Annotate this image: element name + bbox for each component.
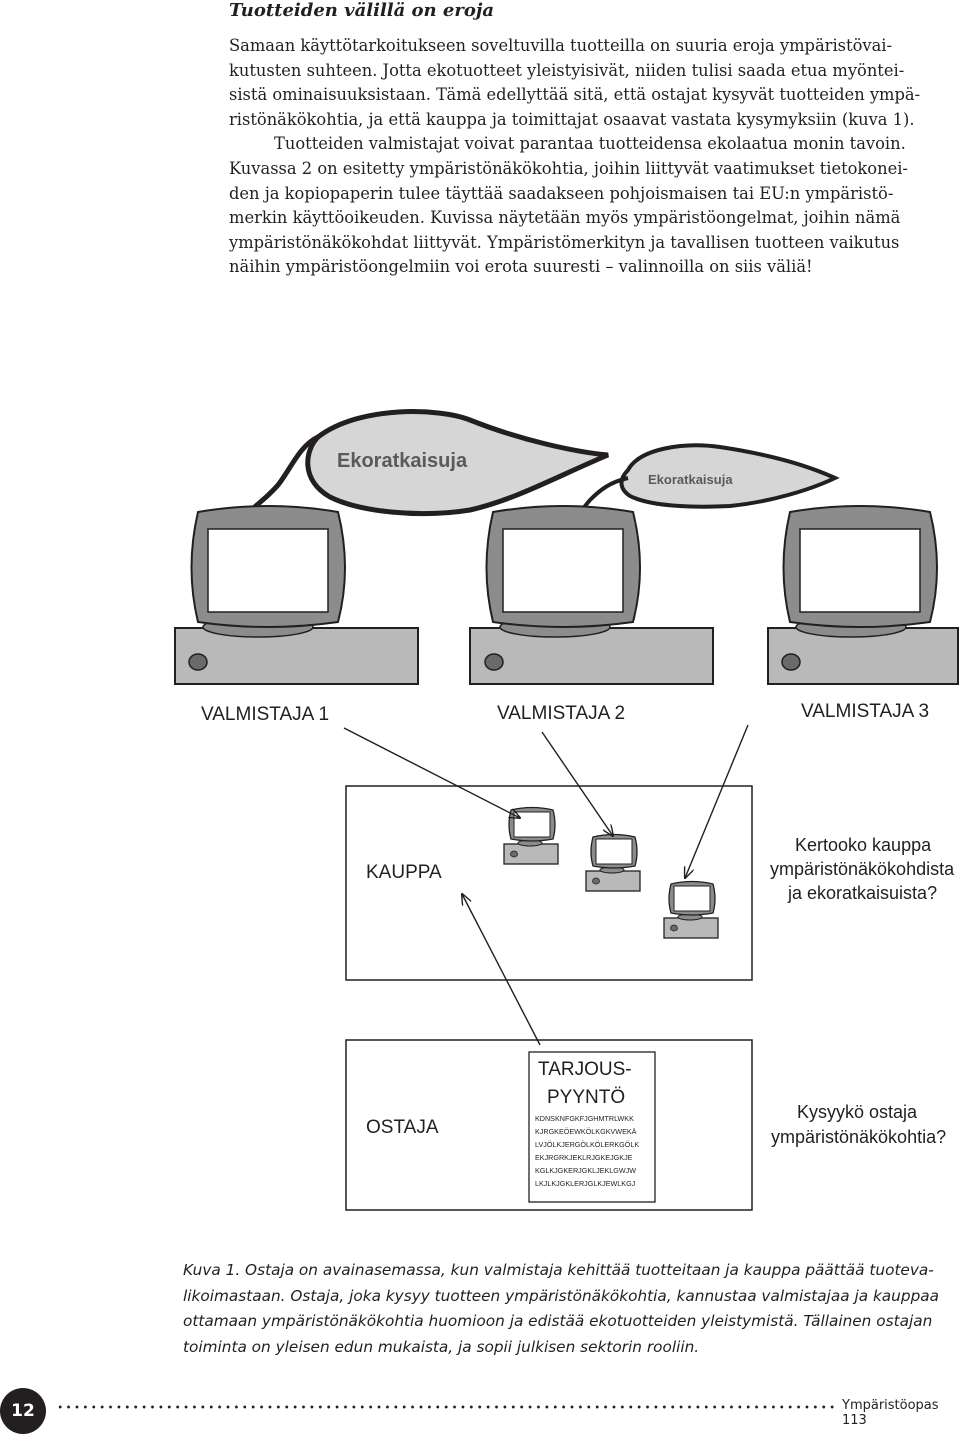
tender-text-line: EKJRGRKJEKLRJGKEJGKJE — [535, 1153, 633, 1162]
leaf-bubble-1 — [305, 409, 609, 517]
body-line: merkin käyttöoikeuden. Kuvissa näytetään… — [229, 208, 901, 228]
body-line: sistä ominaisuuksistaan. Tämä edellyttää… — [229, 85, 921, 105]
buyer-question-line: Kysyykö ostaja — [797, 1102, 918, 1122]
buyer-label: OSTAJA — [366, 1117, 439, 1138]
leaf-label-2: Ekoratkaisuja — [648, 472, 733, 487]
tender-text-line: KDNSKNFGKFJGHMTRLWKK — [535, 1114, 634, 1123]
tender-text-line: KJRGKEÖEWKÖLKGKVWEKÄ — [535, 1127, 637, 1136]
svg-text:TARJOUS- PYYNTÖ: TARJOUS- PYYNTÖ — [538, 1059, 637, 1108]
caption-line: likoimastaan. Ostaja, joka kysyy tuottee… — [183, 1286, 940, 1305]
figure-caption: Kuva 1. Ostaja on avainasemassa, kun val… — [183, 1258, 958, 1360]
figure-diagram: Ekoratkaisuja Ekoratkaisuja VALMISTAJA 1… — [174, 409, 959, 1211]
leaf-label-1: Ekoratkaisuja — [337, 450, 468, 472]
body-line: den ja kopiopaperin tulee täyttää saadak… — [229, 183, 894, 203]
store-computer-3 — [663, 880, 719, 939]
page-number-badge: 12 — [0, 1388, 46, 1434]
store-computer-1 — [503, 806, 559, 865]
tender-document: TARJOUS- PYYNTÖ KDNSKNFGKFJGHMTRLWKK KJR… — [528, 1051, 656, 1203]
body-line: kutusten suhteen. Jotta ekotuotteet ylei… — [229, 60, 905, 80]
body-line: Samaan käyttötarkoitukseen soveltuvilla … — [229, 36, 892, 55]
store-label: KAUPPA — [366, 862, 442, 883]
body-line: Tuotteiden valmistajat voivat parantaa t… — [274, 134, 906, 154]
manufacturer-label-3: VALMISTAJA 3 — [801, 701, 929, 722]
tender-text-line: LKJLKJGKLERJGLKJEWLKGJ — [535, 1179, 636, 1188]
svg-text:KDNSKNFGKFJGHMTRLWKK KJR: KDNSKNFGKFJGHMTRLWKK KJRGKEÖEWKÖLKGKVWEK… — [535, 1114, 641, 1188]
computer-1 — [174, 505, 419, 685]
body-paragraph: Samaan käyttötarkoitukseen soveltuvilla … — [229, 34, 959, 280]
manufacturer-label-1: VALMISTAJA 1 — [201, 704, 329, 725]
body-line: Kuvassa 2 on esitetty ympäristönäkökohti… — [229, 158, 908, 178]
tender-text-line: KGLKJGKERJGKLJEKLGWJW — [535, 1166, 636, 1175]
store-question-line: ympäristönäkökohdista — [770, 859, 955, 879]
store-question: Kertooko kauppa ympäristönäkökohdista ja… — [770, 835, 959, 903]
tender-title-line: PYYNTÖ — [547, 1087, 625, 1108]
body-line: ristönäkökohtia, ja että kauppa ja toimi… — [229, 109, 915, 129]
leaf-bubble-2 — [619, 443, 840, 509]
store-question-line: ja ekoratkaisuista? — [787, 883, 937, 903]
arrow-manufacturer3-to-store — [685, 724, 749, 878]
buyer-question: Kysyykö ostaja ympäristönäkökohtia? — [771, 1102, 946, 1147]
caption-line: ottamaan ympäristönäkökohtia huomioon ja… — [183, 1312, 933, 1330]
store-question-line: Kertooko kauppa — [795, 835, 932, 855]
manufacturer-label-2: VALMISTAJA 2 — [497, 703, 625, 724]
computer-2 — [469, 505, 714, 685]
body-line: ympäristönäkökohdat liittyvät. Ympäristö… — [229, 232, 900, 252]
buyer-question-line: ympäristönäkökohtia? — [771, 1127, 946, 1147]
arrow-manufacturer2-to-store — [541, 731, 613, 836]
tender-text-line: LVJÖLKJERGÖLKÖLERKGÖLK — [535, 1140, 639, 1149]
dot-leader — [56, 1401, 834, 1413]
arrow-manufacturer1-to-store — [343, 727, 520, 818]
tender-title-line: TARJOUS- — [538, 1059, 632, 1080]
store-computer-2 — [585, 833, 641, 892]
caption-line: Kuva 1. Ostaja on avainasemassa, kun val… — [183, 1261, 934, 1279]
body-line: näihin ympäristöongelmiin voi erota suur… — [229, 257, 813, 277]
arrow-buyer-to-store — [462, 894, 541, 1046]
computer-3 — [767, 505, 959, 685]
section-subheading: Tuotteiden välillä on eroja — [229, 0, 495, 21]
caption-line: toiminta on yleisen edun mukaista, ja so… — [183, 1337, 700, 1356]
publication-footer: Ympäristöopas 113 — [842, 1398, 939, 1428]
